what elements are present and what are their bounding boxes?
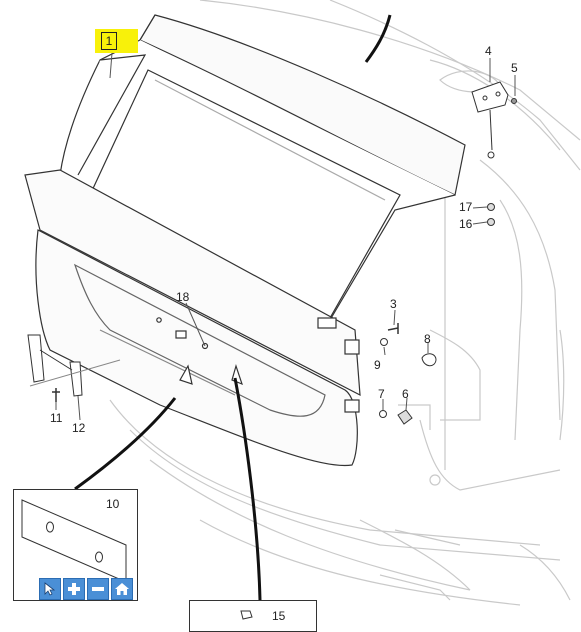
callout-3: 3 (390, 297, 397, 311)
zoom-in-icon (68, 583, 80, 595)
callout-17: 17 (459, 200, 473, 214)
inset-detail-15: 15 (189, 600, 317, 632)
callout-10: 10 (106, 497, 120, 511)
callout-11: 11 (50, 411, 63, 425)
pointer-icon (44, 582, 56, 596)
callout-7: 7 (378, 387, 385, 401)
callout-18: 18 (176, 290, 190, 304)
tailgate-assembly (24, 14, 466, 467)
parts-diagram (24, 0, 581, 606)
zoom-out-button[interactable] (87, 578, 109, 600)
callout-6: 6 (402, 387, 409, 401)
callout-8: 8 (424, 332, 431, 346)
home-button[interactable] (111, 578, 133, 600)
callout-9: 9 (374, 358, 381, 372)
callout-16: 16 (459, 217, 473, 231)
callout-12: 12 (72, 421, 86, 435)
clip-drawing (240, 610, 253, 620)
pointer-button[interactable] (39, 578, 61, 600)
callout-1: 1 (101, 32, 117, 50)
callout-1-highlight: 1 (95, 29, 138, 53)
small-parts (27, 52, 517, 425)
home-icon (115, 583, 129, 595)
callout-15: 15 (272, 609, 286, 623)
callout-5: 5 (511, 61, 518, 75)
vehicle-body-outline (109, 0, 581, 606)
bold-leader-lines (74, 14, 392, 601)
zoom-in-button[interactable] (63, 578, 85, 600)
zoom-out-icon (92, 587, 104, 591)
callout-4: 4 (485, 44, 492, 58)
diagram-toolbar (39, 578, 133, 602)
